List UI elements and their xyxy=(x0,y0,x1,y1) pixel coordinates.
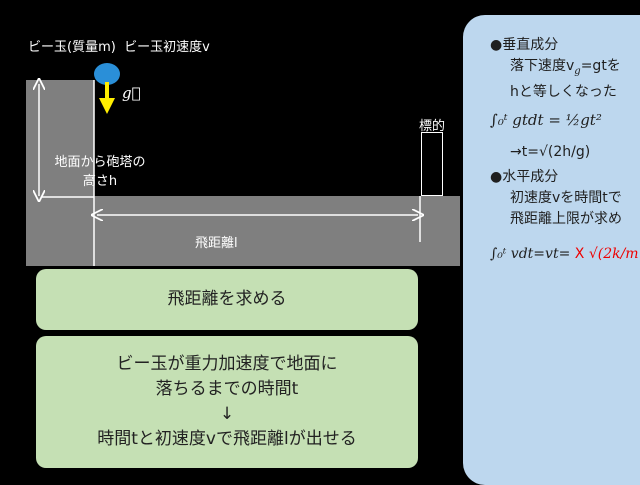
explanation-text: ●垂直成分 落下速度vg=gtを hと等しくなった ∫₀ᵗ gtdt = ½gt… xyxy=(490,35,640,335)
steps-box: ビー玉が重力加速度で地面に 落ちるまでの時間t ↓ 時間tと初速度vで飛距離lが… xyxy=(36,336,418,468)
steps-line1: ビー玉が重力加速度で地面に xyxy=(116,354,338,374)
result-fraction: √(2k/m xyxy=(588,245,639,262)
target-label: 標的 xyxy=(419,119,446,134)
marble-velocity-label: ビー玉初速度v xyxy=(124,40,210,55)
height-label-line1: 地面から砲塔の xyxy=(54,155,146,170)
horizontal-line1: 初速度vを時間tで xyxy=(510,189,622,206)
vertical-heading: ●垂直成分 xyxy=(490,37,559,53)
goal-box: 飛距離を求める xyxy=(36,269,418,330)
vertical-line2: hと等しくなった xyxy=(510,83,617,100)
height-label-line2: 高さh xyxy=(82,174,118,189)
marble-labels: ビー玉(質量m) ビー玉初速度v xyxy=(28,36,210,55)
distance-label: 飛距離l xyxy=(195,236,238,251)
vertical-integral: ∫₀ᵗ gtdt = ½gt² xyxy=(490,110,602,129)
explanation-panel xyxy=(463,15,640,485)
marble xyxy=(94,63,120,85)
vertical-line1: 落下速度vg=gtを xyxy=(510,58,621,77)
marble-mass-label: ビー玉(質量m) xyxy=(28,40,116,55)
height-label: 地面から砲塔の 高さh xyxy=(40,153,160,191)
steps-line2: 落ちるまでの時間t xyxy=(155,379,299,399)
gravity-label: g⃗ xyxy=(122,84,141,102)
steps-arrow: ↓ xyxy=(219,404,235,424)
horizontal-integral: ∫₀ᵗ vdt=vt= X √(2k/m xyxy=(490,245,639,262)
horizontal-line2: 飛距離上限が求め xyxy=(510,210,622,227)
time-result: →t=√(2h/g) xyxy=(510,143,591,160)
ground xyxy=(94,196,460,266)
target xyxy=(421,132,443,196)
result-x: X xyxy=(574,245,585,262)
steps-line3: 時間tと初速度vで飛距離lが出せる xyxy=(97,429,357,449)
horizontal-heading: ●水平成分 xyxy=(490,168,559,185)
